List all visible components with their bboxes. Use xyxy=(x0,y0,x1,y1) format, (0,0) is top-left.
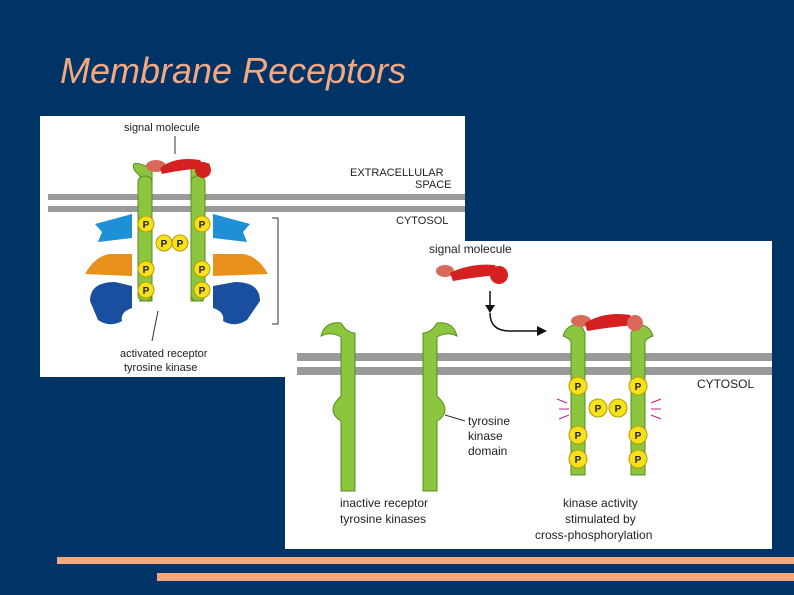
footer-accent-bar-top xyxy=(57,557,794,564)
slide-title: Membrane Receptors xyxy=(60,50,407,91)
activated-receptor-label-line2: tyrosine kinase xyxy=(124,362,197,374)
phosphate-label: P xyxy=(635,455,642,466)
extracellular-label-line2: SPACE xyxy=(415,179,451,191)
signal-molecule-shape xyxy=(146,159,211,178)
extracellular-label-line1: EXTRACELLULAR xyxy=(350,167,444,179)
activated-receptor-label-line1: activated receptor xyxy=(120,348,208,360)
free-signal-molecule xyxy=(436,264,508,284)
footer-accent-bar-bottom xyxy=(157,573,794,581)
bracket xyxy=(272,217,279,325)
inactive-receptor-label-line2: tyrosine kinases xyxy=(340,512,426,526)
phosphate-label: P xyxy=(199,286,206,297)
inactive-receptors xyxy=(320,322,458,492)
phosphate-label: P xyxy=(615,404,622,415)
phosphate-label: P xyxy=(635,431,642,442)
activation-mechanism-svg: P P P P P P P P signal molecule CYTOSOL … xyxy=(297,242,772,542)
activation-arrow xyxy=(489,312,540,332)
activation-rays xyxy=(556,398,662,420)
kinase-domain-label-line1: tyrosine xyxy=(468,414,510,428)
arrowhead xyxy=(537,326,547,336)
phosphate-label: P xyxy=(575,431,582,442)
signal-molecule-label: signal molecule xyxy=(124,122,200,134)
membrane-outer-layer xyxy=(297,353,772,361)
membrane-inner-layer xyxy=(48,206,465,212)
membrane-outer-layer xyxy=(48,194,465,200)
phosphate-label: P xyxy=(161,239,168,250)
kinase-activity-label-line1: kinase activity xyxy=(563,496,638,510)
adaptor-protein-left xyxy=(95,214,132,242)
kinase-domain-label-line2: kinase xyxy=(468,429,503,443)
phosphate-label: P xyxy=(635,382,642,393)
effector-protein-left xyxy=(90,282,132,325)
phosphate-label: P xyxy=(143,286,150,297)
signaling-protein-right xyxy=(213,254,268,276)
phosphate-groups: P P P P P P P P xyxy=(137,215,211,299)
inactive-receptor-label-line1: inactive receptor xyxy=(340,496,428,510)
phosphate-label: P xyxy=(143,265,150,276)
activated-receptor-svg: P P P P P P P P signal molecule EXTRACEL… xyxy=(48,122,465,374)
signal-molecule-label: signal molecule xyxy=(429,242,512,256)
membrane-inner-layer xyxy=(297,367,772,375)
phosphate-label: P xyxy=(575,382,582,393)
cytosol-label: CYTOSOL xyxy=(396,215,448,227)
kinase-domain-label-line3: domain xyxy=(468,444,507,458)
adaptor-protein-right xyxy=(213,214,250,242)
cytosol-label: CYTOSOL xyxy=(697,377,754,391)
phosphate-label: P xyxy=(199,220,206,231)
activation-mechanism-diagram: P P P P P P P P signal molecule CYTOSOL … xyxy=(285,241,772,549)
leader-line xyxy=(444,414,466,422)
phosphate-label: P xyxy=(199,265,206,276)
phosphate-label: P xyxy=(143,220,150,231)
signaling-protein-left xyxy=(85,254,132,276)
phosphate-groups: P P P P P P P P xyxy=(568,376,648,469)
phosphate-label: P xyxy=(177,239,184,250)
leader-line xyxy=(151,310,159,342)
bound-signal-molecule xyxy=(571,314,643,331)
phosphate-label: P xyxy=(595,404,602,415)
phosphate-label: P xyxy=(575,455,582,466)
arrowhead xyxy=(485,305,495,313)
kinase-activity-label-line3: cross-phosphorylation xyxy=(535,528,652,542)
effector-protein-right xyxy=(213,282,260,325)
kinase-activity-label-line2: stimulated by xyxy=(565,512,636,526)
